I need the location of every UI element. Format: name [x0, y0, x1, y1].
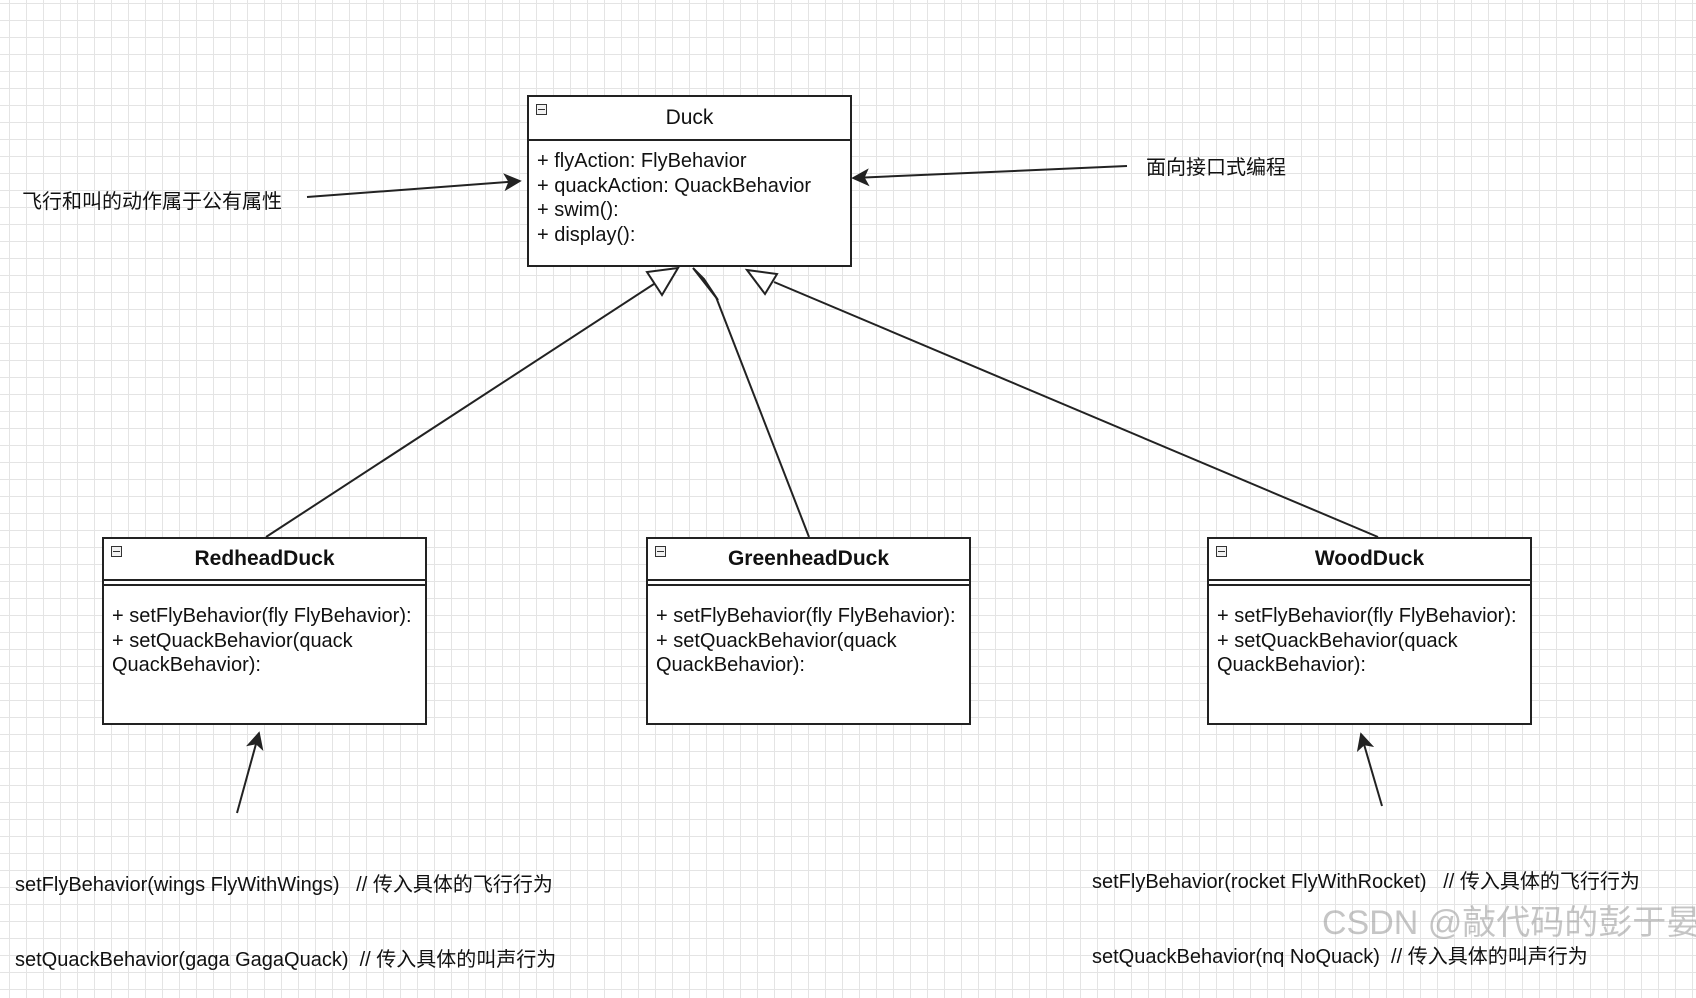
method-line: + setFlyBehavior(fly FlyBehavior):	[112, 605, 412, 627]
note-interface-programming: 面向接口式编程	[1146, 157, 1286, 179]
attribute-separator	[1209, 581, 1530, 586]
method-line: QuackBehavior):	[112, 654, 261, 676]
note-arrow-left	[306, 173, 522, 198]
inherit-triangle-greenhead	[692, 267, 719, 301]
method-line: QuackBehavior):	[656, 654, 805, 676]
duck-member: + flyAction: FlyBehavior	[537, 150, 747, 172]
greenheadduck-class-name: GreenheadDuck	[727, 547, 890, 570]
note-public-attributes: 飞行和叫的动作属于公有属性	[22, 191, 282, 213]
note-arrow-redhead	[236, 731, 264, 814]
note-arrow-wood	[1356, 732, 1383, 807]
collapse-icon[interactable]	[536, 104, 547, 115]
duck-member: + display():	[537, 223, 636, 246]
method-line: + setQuackBehavior(quack	[112, 629, 353, 652]
woodduck-class-box[interactable]: WoodDuck + setFlyBehavior(fly FlyBehavio…	[1207, 537, 1532, 725]
inherit-triangle-redhead	[645, 266, 680, 297]
redheadduck-method-list: + setFlyBehavior(fly FlyBehavior): + set…	[104, 586, 425, 686]
connector-layer	[236, 165, 1383, 814]
note-line: setFlyBehavior(wings FlyWithWings) // 传入…	[15, 874, 553, 896]
note-line: setQuackBehavior(nq NoQuack) // 传入具体的叫声行…	[1092, 946, 1588, 968]
greenheadduck-class-box[interactable]: GreenheadDuck + setFlyBehavior(fly FlyBe…	[646, 537, 971, 725]
woodduck-class-name: WoodDuck	[1314, 547, 1425, 570]
attribute-separator	[104, 581, 425, 586]
woodduck-class-header: WoodDuck	[1209, 539, 1530, 581]
woodduck-method-list: + setFlyBehavior(fly FlyBehavior): + set…	[1209, 586, 1530, 686]
greenheadduck-class-header: GreenheadDuck	[648, 539, 969, 581]
collapse-icon[interactable]	[655, 546, 666, 557]
collapse-icon[interactable]	[1216, 546, 1227, 557]
method-line: + setFlyBehavior(fly FlyBehavior):	[656, 605, 956, 627]
duck-member: + swim():	[537, 199, 619, 221]
csdn-watermark: CSDN @敲代码的彭于晏p	[1322, 904, 1696, 942]
duck-member-list: + flyAction: FlyBehavior + quackAction: …	[529, 141, 850, 255]
method-line: QuackBehavior):	[1217, 654, 1366, 676]
method-line: + setFlyBehavior(fly FlyBehavior):	[1217, 605, 1517, 627]
greenheadduck-method-list: + setFlyBehavior(fly FlyBehavior): + set…	[648, 586, 969, 686]
inherit-edge-greenhead	[715, 296, 810, 538]
inherit-edge-wood	[773, 281, 1379, 538]
redheadduck-class-name: RedheadDuck	[194, 547, 335, 570]
method-line: + setQuackBehavior(quack	[656, 629, 897, 652]
inherit-triangle-wood	[744, 268, 779, 296]
note-arrow-right	[851, 165, 1128, 187]
attribute-separator	[648, 581, 969, 586]
duck-class-box[interactable]: Duck + flyAction: FlyBehavior + quackAct…	[527, 95, 852, 267]
inherit-edge-redhead	[265, 281, 658, 538]
method-line: + setQuackBehavior(quack	[1217, 629, 1458, 652]
collapse-icon[interactable]	[111, 546, 122, 557]
note-line: setFlyBehavior(rocket FlyWithRocket) // …	[1092, 871, 1640, 893]
redheadduck-class-header: RedheadDuck	[104, 539, 425, 581]
duck-member: + quackAction: QuackBehavior	[537, 174, 812, 197]
note-line: setQuackBehavior(gaga GagaQuack) // 传入具体…	[15, 949, 557, 971]
redheadduck-class-box[interactable]: RedheadDuck + setFlyBehavior(fly FlyBeha…	[102, 537, 427, 725]
note-redhead-usage: setFlyBehavior(wings FlyWithWings) // 传入…	[15, 823, 556, 998]
duck-class-name: Duck	[665, 106, 714, 129]
duck-class-header: Duck	[529, 97, 850, 141]
